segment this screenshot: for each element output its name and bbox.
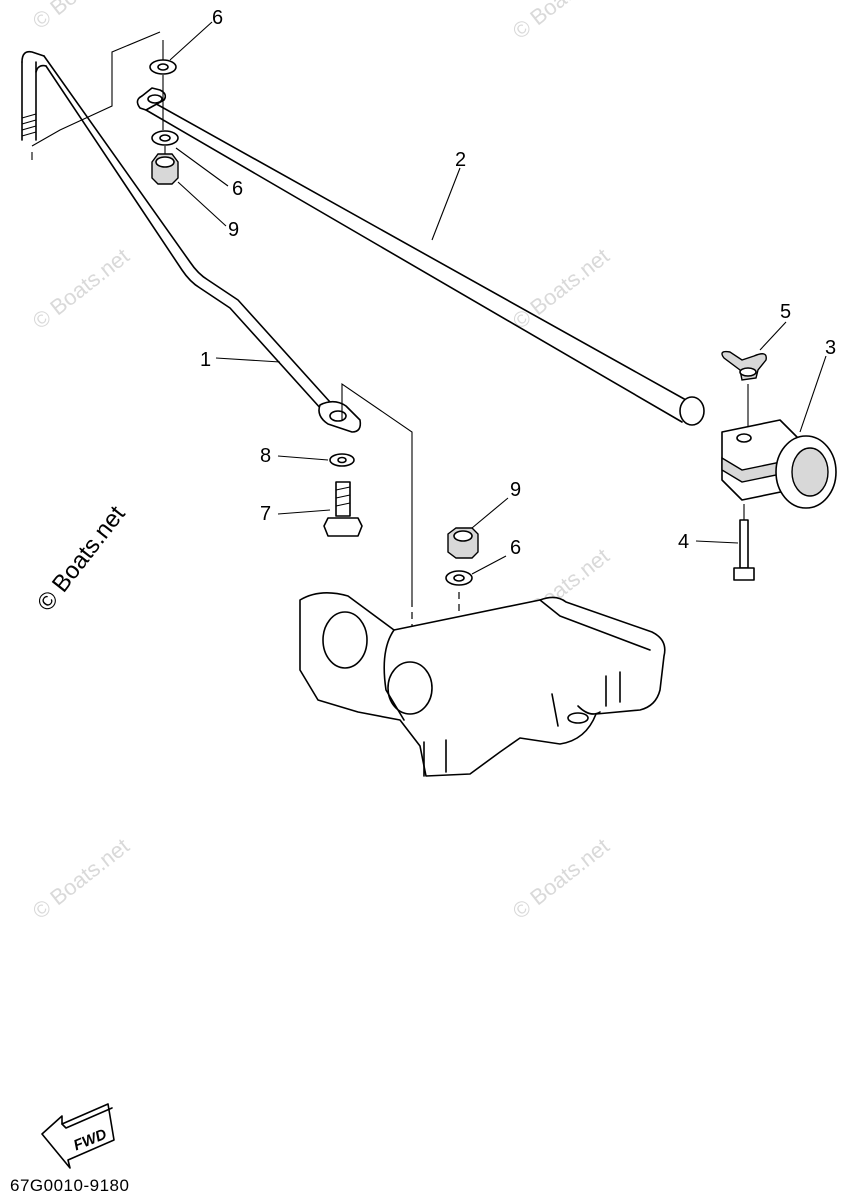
- fwd-arrow-icon: FWD: [41, 1103, 115, 1169]
- washer-part-6-lower[interactable]: [445, 570, 473, 586]
- washer-part-8[interactable]: [329, 453, 355, 467]
- nut-part-9-lower[interactable]: [447, 527, 479, 559]
- callout-6: 6: [510, 537, 521, 559]
- nut-part-9-top[interactable]: [151, 153, 179, 185]
- callout-1: 1: [200, 349, 211, 371]
- callout-5: 5: [780, 301, 791, 323]
- extension-tube-part-2[interactable]: [136, 87, 705, 426]
- watermark: © Boats.net: [508, 0, 614, 44]
- callout-7: 7: [260, 503, 271, 525]
- bolt-part-7[interactable]: [323, 481, 363, 537]
- diagram-code: 67G0010-9180: [10, 1176, 130, 1195]
- callout-4: 4: [678, 531, 689, 553]
- watermark: © Boats.net: [28, 243, 134, 334]
- callout-9: 9: [228, 219, 239, 241]
- watermark: © Boats.net: [28, 0, 134, 34]
- leader-lines: [169, 21, 827, 575]
- bolt-part-4[interactable]: [733, 519, 755, 581]
- steering-rod-part-1[interactable]: [21, 31, 413, 720]
- clamp-bracket-part-3[interactable]: [721, 419, 837, 509]
- washer-part-6-top[interactable]: [149, 59, 177, 75]
- watermark: © Boats.net: [508, 833, 614, 924]
- washer-part-6-mid[interactable]: [151, 130, 179, 146]
- wing-nut-part-5[interactable]: [721, 350, 767, 381]
- watermarks: © Boats.net © Boats.net © Boats.net © Bo…: [28, 0, 614, 924]
- callout-3: 3: [825, 337, 836, 359]
- swivel-bracket: [299, 592, 666, 777]
- watermark: © Boats.net: [28, 833, 134, 924]
- callout-8: 8: [260, 445, 271, 467]
- callout-9: 9: [510, 479, 521, 501]
- watermark: © Boats.net: [508, 243, 614, 334]
- callout-2: 2: [455, 149, 466, 171]
- callout-6: 6: [232, 178, 243, 200]
- callout-6: 6: [212, 7, 223, 29]
